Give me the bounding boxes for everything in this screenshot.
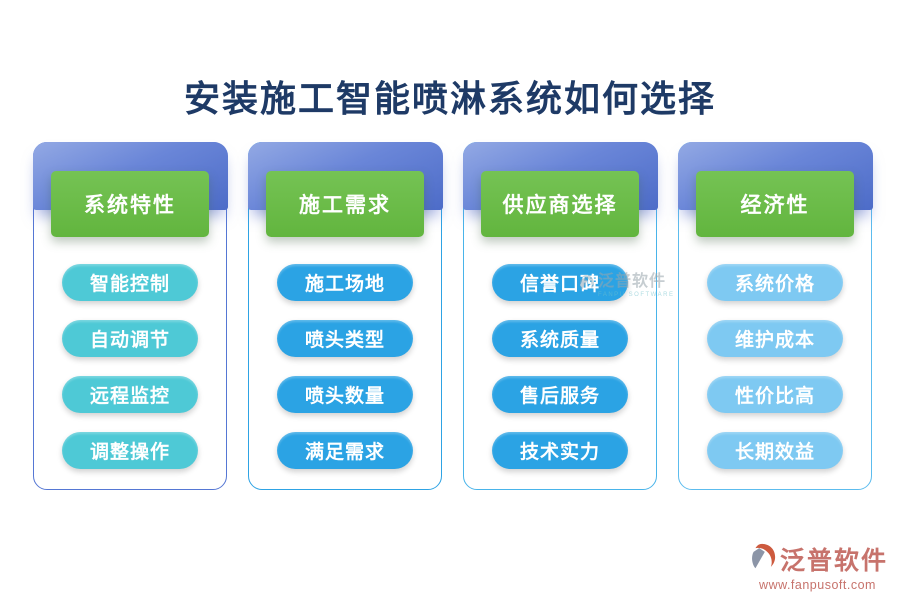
feature-pill: 性价比高 [707,376,843,413]
feature-pill: 维护成本 [707,320,843,357]
cards-row: 系统特性 智能控制 自动调节 远程监控 调整操作 施工需求 施工场地 喷头类型 … [32,141,873,490]
category-card-economy: 经济性 系统价格 维护成本 性价比高 长期效益 [677,141,873,490]
pill-list: 智能控制 自动调节 远程监控 调整操作 [34,264,226,469]
category-header: 系统特性 [51,171,209,237]
feature-pill: 系统价格 [707,264,843,301]
feature-pill: 喷头数量 [277,376,413,413]
brand-footer: 泛普软件 www.fanpusoft.com [747,541,888,592]
feature-pill: 喷头类型 [277,320,413,357]
feature-pill: 技术实力 [492,432,628,469]
category-card-supplier-selection: 供应商选择 信誉口碑 系统质量 售后服务 技术实力 [462,141,658,490]
feature-pill: 智能控制 [62,264,198,301]
pill-list: 施工场地 喷头类型 喷头数量 满足需求 [249,264,441,469]
feature-pill: 系统质量 [492,320,628,357]
feature-pill: 施工场地 [277,264,413,301]
brand-logo-icon [747,542,777,577]
feature-pill: 自动调节 [62,320,198,357]
pill-list: 系统价格 维护成本 性价比高 长期效益 [679,264,871,469]
feature-pill: 长期效益 [707,432,843,469]
feature-pill: 售后服务 [492,376,628,413]
category-header: 供应商选择 [481,171,639,237]
brand-url: www.fanpusoft.com [759,578,876,592]
feature-pill: 远程监控 [62,376,198,413]
feature-pill: 满足需求 [277,432,413,469]
category-header: 经济性 [696,171,854,237]
page-title: 安装施工智能喷淋系统如何选择 [183,78,716,119]
feature-pill: 信誉口碑 [492,264,628,301]
category-card-construction-needs: 施工需求 施工场地 喷头类型 喷头数量 满足需求 [247,141,443,490]
category-card-system-features: 系统特性 智能控制 自动调节 远程监控 调整操作 [32,141,228,490]
brand-name: 泛普软件 [779,547,888,575]
category-header: 施工需求 [266,171,424,237]
feature-pill: 调整操作 [62,432,198,469]
pill-list: 信誉口碑 系统质量 售后服务 技术实力 [464,264,656,469]
